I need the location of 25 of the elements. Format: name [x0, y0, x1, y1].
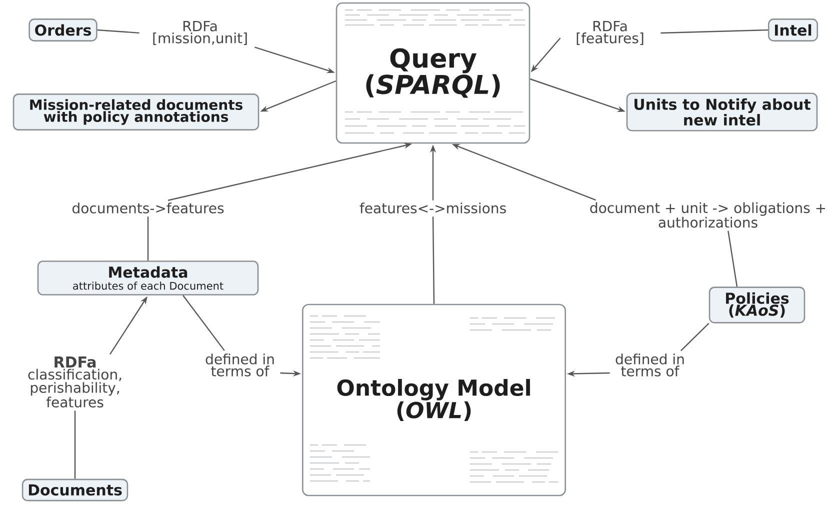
concept-box: Documents	[22, 478, 128, 502]
concept-box: Orders	[28, 18, 98, 42]
connector-line	[182, 295, 225, 351]
connector-line	[147, 216, 149, 261]
linking-phrase: documents->features	[72, 202, 224, 214]
linking-phrase: RDFa [mission,unit]	[153, 20, 247, 46]
connector-line	[74, 410, 76, 479]
connector-line	[432, 216, 435, 304]
concept-box: Mission-related documents with policy annotations	[12, 94, 260, 130]
linking-phrase: document + unit -> obligations + authorizations	[590, 202, 826, 228]
concept-box: Policies (KAoS)	[708, 286, 806, 324]
concept-box: Metadata attributes of each Document	[37, 260, 259, 296]
concept-box: Intel	[768, 18, 818, 42]
connector-line	[660, 29, 768, 34]
linking-phrase: RDFa classification, perishability, features	[28, 356, 122, 408]
linking-phrase: features<->missions	[360, 202, 506, 214]
connector-line	[728, 230, 738, 287]
query-box: Query (SPARQL)	[336, 2, 530, 144]
linking-phrase: RDFa [features]	[576, 20, 644, 46]
linking-phrase: defined in terms of	[616, 354, 684, 376]
ontology-box: Ontology Model (OWL)	[302, 304, 566, 496]
connector-line	[680, 322, 710, 352]
concept-box: Units to Notify about new intel	[626, 92, 818, 132]
linking-phrase: defined in terms of	[206, 354, 274, 376]
connector-line	[97, 29, 140, 34]
